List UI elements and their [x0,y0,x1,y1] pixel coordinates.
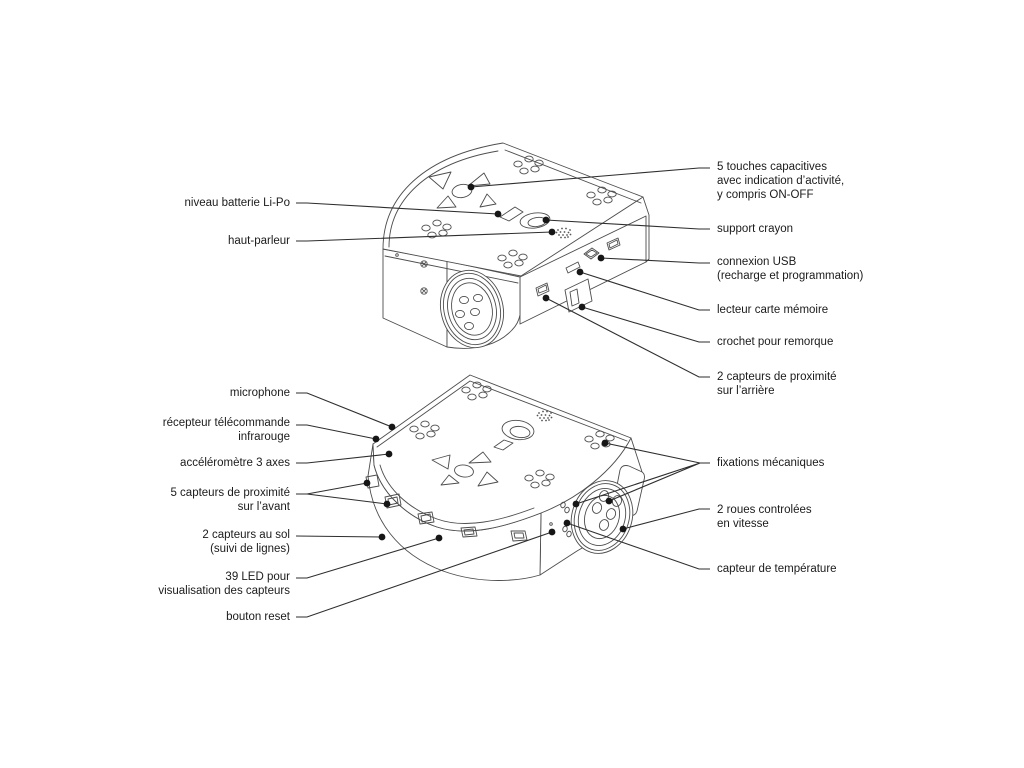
label-speaker: haut-parleur [227,235,290,247]
leader-pencil [545,219,710,230]
arrow-buttons [431,451,499,487]
label-rear-proximity: 2 capteurs de proximité sur l’arrière [717,371,837,397]
leader-ir [296,424,377,440]
battery-diamond [493,439,514,451]
leader-front-prox [296,482,388,505]
plate-bevel [504,149,642,204]
pencil-hole [501,419,535,441]
leader-leds [296,537,440,579]
robot-rear-view [382,142,650,349]
rear-sensor-window-left [535,282,550,297]
usb-connector [583,247,600,260]
label-capacitive-buttons: 5 touches capacitives avec indication d’… [717,161,845,201]
leader-fixations [575,442,710,505]
left-face [382,248,448,348]
top-plate [372,374,632,532]
label-pencil-support: support crayon [717,223,794,235]
left-wheel-hub-holes [455,293,483,331]
leader-usb [600,257,710,264]
label-accelerometer: accéléromètre 3 axes [180,457,290,469]
pinhole [395,253,399,257]
plate-bevel [376,380,628,448]
plate-lip [384,255,519,284]
leader-card [579,271,710,311]
battery-diamond [499,206,524,222]
right-wheel-hub-holes [591,490,623,531]
leader-dots [363,183,627,542]
front-curve-bevel [379,464,535,524]
sd-card-slot [565,261,581,274]
reset-pinhole [549,522,553,526]
arrow-buttons [428,171,497,209]
label-ground-sensors: 2 capteurs au sol (suivi de lignes) [202,529,290,555]
label-led-visualisation: 39 LED pour visualisation des capteurs [158,571,290,597]
label-usb-connection: connexion USB (recharge et programmation… [717,256,864,282]
label-speed-wheels: 2 roues controlées en vitesse [717,504,812,530]
leader-lines [295,167,710,618]
leader-temperature [566,522,710,570]
label-mechanical-fixations: fixations mécaniques [717,457,825,469]
label-front-proximity: 5 capteurs de proximité sur l’avant [170,487,290,513]
leader-ground [295,535,383,538]
right-wheel [570,480,634,554]
leader-speaker [296,231,553,242]
top-plate [382,142,644,277]
label-memory-card-reader: lecteur carte mémoire [717,304,829,316]
label-microphone: microphone [229,387,290,399]
center-button [454,464,474,478]
leader-accelerometer [296,453,390,464]
label-trailer-hook: crochet pour remorque [717,336,834,348]
leader-wheels [622,508,710,530]
label-temperature-sensor: capteur de température [717,563,837,575]
label-reset-button: bouton reset [226,611,290,623]
rear-sensor-window-right [606,237,621,251]
trailer-hook-recess [564,278,593,313]
leader-rear-prox [545,297,710,378]
leader-capacitive-buttons [470,167,710,188]
robot-front-view [365,374,645,581]
leader-microphone [296,392,393,428]
leader-reset [296,531,553,618]
label-ir-receiver: récepteur télécommande infrarouge [162,417,290,443]
front-curve-bevel [388,150,499,248]
label-battery-level: niveau batterie Li-Po [184,197,290,209]
leader-hook [581,306,710,343]
side-fixation-holes [560,501,572,538]
leader-battery [296,202,499,215]
